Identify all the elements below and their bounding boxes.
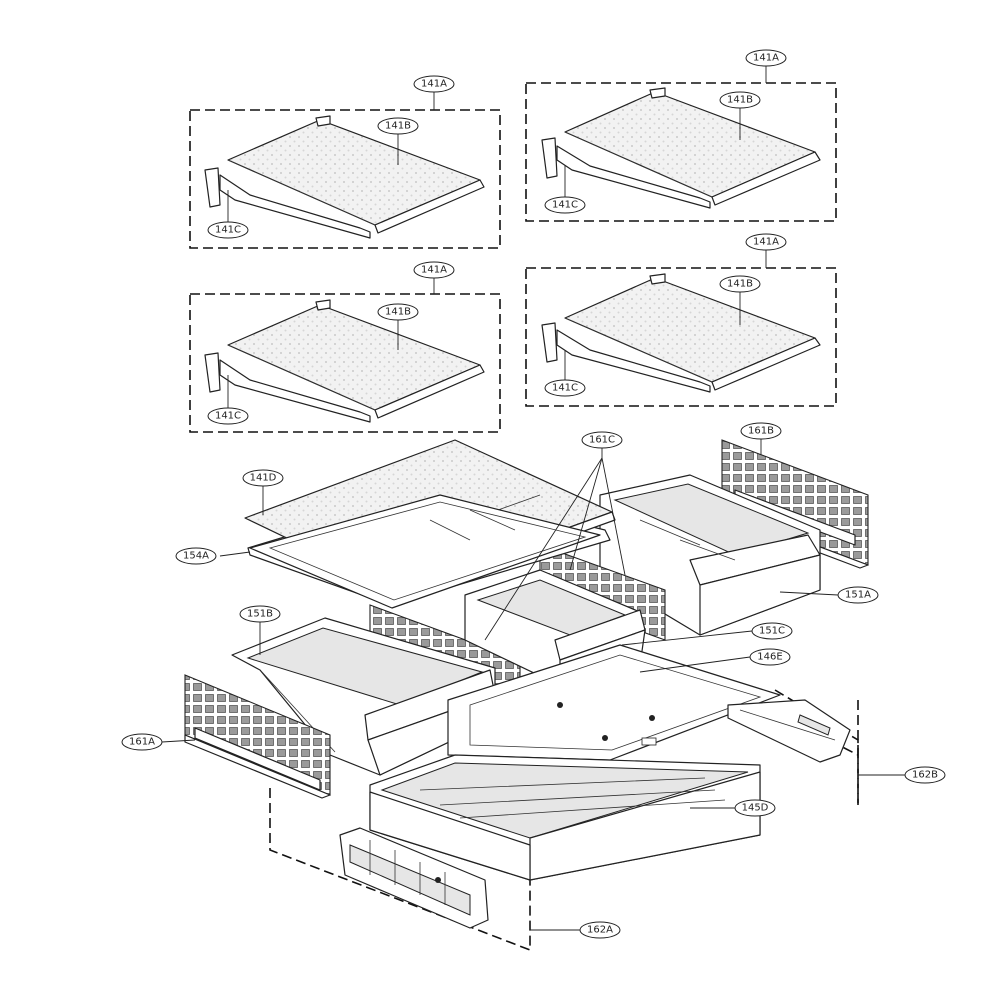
- shelf-4-label-c: 141C: [544, 350, 586, 397]
- svg-text:161B: 161B: [748, 426, 774, 437]
- callout-141c-1: 141C: [215, 225, 241, 236]
- boundary-162a: [269, 788, 531, 952]
- shelf-1-label-c: 141C: [207, 190, 249, 239]
- callout-151c: 151C: [621, 622, 793, 646]
- svg-text:151A: 151A: [845, 590, 871, 601]
- svg-text:145D: 145D: [742, 803, 769, 814]
- shelf-4-label-b: 141B: [719, 275, 761, 325]
- tray-145d: [369, 754, 761, 881]
- svg-text:146E: 146E: [757, 652, 782, 663]
- svg-text:151B: 151B: [247, 609, 273, 620]
- shelf-3-label-a: 141A: [413, 261, 455, 294]
- shelf-2-boundary: [525, 82, 837, 222]
- callout-141a-4: 141A: [753, 237, 779, 248]
- drawer-151b: [231, 617, 496, 776]
- shelf-3-label-b: 141B: [377, 303, 419, 350]
- shelf-2-label-b: 141B: [719, 91, 761, 140]
- shelf-4-glass: [541, 273, 821, 393]
- callout-151a: 151A: [779, 586, 879, 604]
- shelf-2-label-c: 141C: [544, 165, 586, 214]
- shelf-3-label-c: 141C: [207, 375, 249, 425]
- callout-141b-1: 141B: [385, 121, 411, 132]
- svg-text:161A: 161A: [129, 737, 155, 748]
- callout-141a-3: 141A: [421, 265, 447, 276]
- shelf-1-label-b: 141B: [377, 117, 419, 165]
- svg-text:154A: 154A: [183, 551, 209, 562]
- shelf-3-boundary: [189, 293, 501, 433]
- shelf-3-glass: [204, 299, 485, 423]
- callout-162a: 162A: [530, 921, 621, 939]
- callout-162b: 162B: [858, 766, 946, 784]
- shelf-2-label-a: 141A: [745, 49, 787, 83]
- svg-text:162B: 162B: [912, 770, 938, 781]
- svg-text:162A: 162A: [587, 925, 613, 936]
- callout-145d: 145D: [690, 799, 776, 817]
- callout-141a-1: 141A: [421, 79, 447, 90]
- shelf-1-glass: [204, 115, 485, 239]
- callout-141c-4: 141C: [552, 383, 578, 394]
- shelf-2-glass: [541, 87, 821, 209]
- callout-141c-3: 141C: [215, 411, 241, 422]
- callout-141d: 141D: [242, 469, 284, 515]
- frame-154a: [249, 494, 601, 609]
- callout-161c: 161C: [484, 431, 626, 641]
- shelf-assembly-1: 141A 141B 141C: [189, 75, 501, 249]
- shelf-assembly-2: 141A 141B 141C: [525, 49, 837, 222]
- svg-text:161C: 161C: [589, 435, 615, 446]
- shelf-assembly-3: 141A 141B 141C: [189, 261, 501, 433]
- svg-text:151C: 151C: [759, 626, 785, 637]
- svg-text:141D: 141D: [250, 473, 277, 484]
- callout-146e: 146E: [639, 648, 791, 673]
- shelf-1-boundary: [189, 109, 501, 249]
- shelf-assembly-4: 141A 141B 141C: [525, 233, 837, 407]
- callout-141b-4: 141B: [727, 279, 753, 290]
- callout-151b: 151B: [239, 605, 281, 655]
- callout-141a-2: 141A: [753, 53, 779, 64]
- shelf-1-label-a: 141A: [413, 75, 455, 110]
- callout-141b-2: 141B: [727, 95, 753, 106]
- rail-162b: [727, 699, 851, 763]
- callout-141c-2: 141C: [552, 200, 578, 211]
- shelf-4-boundary: [525, 267, 837, 407]
- cover-146e: [447, 644, 781, 761]
- callout-141b-3: 141B: [385, 307, 411, 318]
- rail-162a: [339, 827, 489, 929]
- divider-161a: [184, 674, 331, 799]
- shelf-4-label-a: 141A: [745, 233, 787, 268]
- callout-161a: 161A: [121, 733, 196, 751]
- callout-161b: 161B: [740, 422, 782, 455]
- callout-154a: 154A: [175, 547, 251, 565]
